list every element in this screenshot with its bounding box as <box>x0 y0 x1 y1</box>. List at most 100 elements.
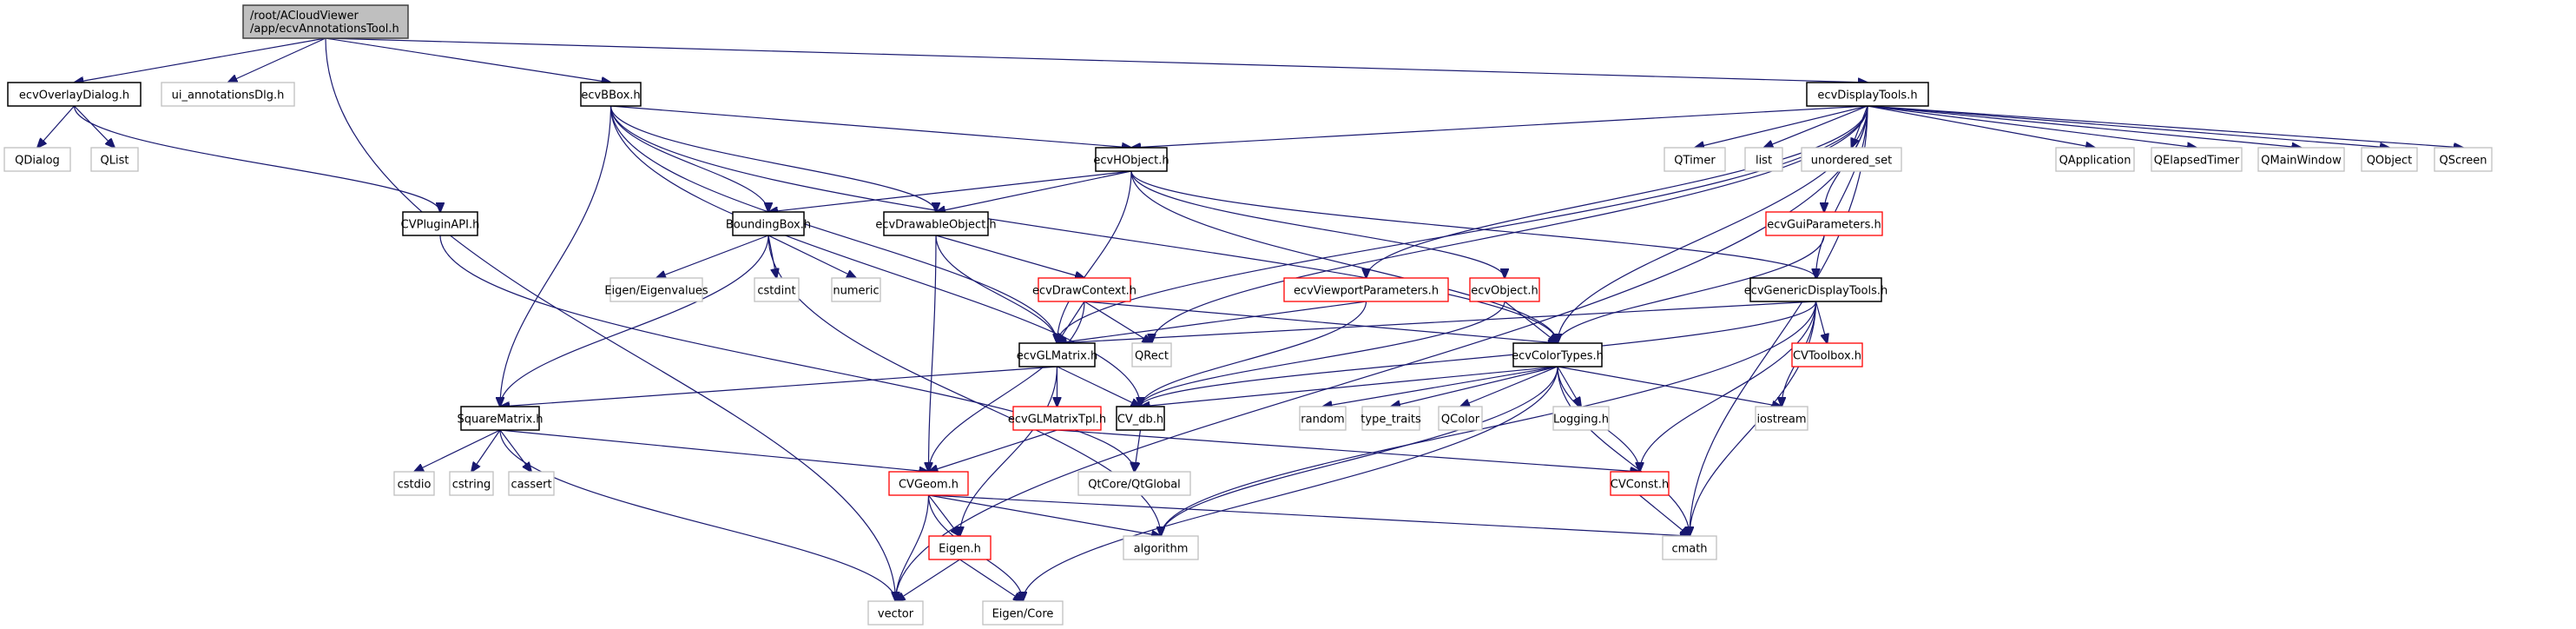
node-ecvviewportparameters[interactable]: ecvViewportParameters.h <box>1283 277 1449 302</box>
node-squarematrix[interactable]: SquareMatrix.h <box>457 406 544 431</box>
node-label: ecvDrawableObject.h <box>875 219 996 232</box>
node-label: Eigen/Eigenvalues <box>604 285 708 298</box>
node-algorithm: algorithm <box>1123 535 1199 560</box>
nodes-layer: /root/ACloudViewer/app/ecvAnnotationsToo… <box>3 4 2493 626</box>
edge-boundingbox-to-cstdint <box>768 235 777 278</box>
node-box <box>732 211 805 236</box>
node-box <box>1765 211 1883 236</box>
node-iostream: iostream <box>1755 406 1808 431</box>
node-qtglobal: QtCore/QtGlobal <box>1077 471 1191 496</box>
edge-ecvdisplaytools-to-ecvviewportparameters <box>1367 105 1868 278</box>
node-label: Eigen.h <box>939 543 981 556</box>
edge-cvgeom-to-eigenh <box>928 494 960 536</box>
edge-root-to-ecvbbox <box>325 37 611 83</box>
node-cvgeom[interactable]: CVGeom.h <box>888 471 969 496</box>
node-box <box>609 277 703 302</box>
node-ecvobject[interactable]: ecvObject.h <box>1469 277 1540 302</box>
node-ecvdrawableobject[interactable]: ecvDrawableObject.h <box>875 211 997 236</box>
node-qscreen: QScreen <box>2434 147 2493 172</box>
node-cvpluginapi[interactable]: CVPluginAPI.h <box>401 211 480 236</box>
node-box <box>242 4 409 39</box>
node-eigencore: Eigen/Core <box>982 600 1064 626</box>
node-label: ui_annotationsDlg.h <box>172 89 285 103</box>
node-qelapsedtimer: QElapsedTimer <box>2151 147 2243 172</box>
node-numeric: numeric <box>831 277 881 302</box>
edge-ecvcolortypes-to-cv-db <box>1141 366 1558 407</box>
node-label: ecvDrawContext.h <box>1032 285 1136 298</box>
node-cstring: cstring <box>449 471 494 496</box>
node-unordered-set: unordered_set <box>1801 147 1902 172</box>
node-label: ecvObject.h <box>1471 285 1538 298</box>
node-ecvcolortypes[interactable]: ecvColorTypes.h <box>1512 342 1604 367</box>
node-box <box>2434 147 2493 172</box>
node-box <box>161 82 295 107</box>
edge-ecvglmatrixtpl-to-cvgeom <box>929 429 1057 472</box>
node-qrect: QRect <box>1131 342 1172 367</box>
node-label: CVToolbox.h <box>1793 350 1861 363</box>
edge-eigenh-to-eigencore <box>959 559 1024 601</box>
edge-squarematrix-to-vector <box>499 429 896 601</box>
edge-ecvviewportparameters-to-cv-db <box>1141 301 1367 407</box>
node-box <box>1116 406 1165 431</box>
node-box <box>7 82 142 107</box>
node-ecvbbox[interactable]: ecvBBox.h <box>580 82 642 107</box>
node-label: QColor <box>1441 414 1480 427</box>
node-label: CVPluginAPI.h <box>401 219 480 232</box>
node-boundingbox[interactable]: BoundingBox.h <box>726 211 811 236</box>
node-label: random <box>1301 414 1344 427</box>
edge-ecvdrawableobject-to-ecvdrawcontext <box>935 235 1084 278</box>
edge-cvgeom-to-algorithm <box>928 494 1162 536</box>
edge-boundingbox-to-squarematrix <box>500 235 769 407</box>
edge-ecvglmatrixtpl-to-cvconst <box>1057 429 1640 472</box>
node-cvconst[interactable]: CVConst.h <box>1610 471 1670 496</box>
edge-ecvbbox-to-ecvcolortypes <box>609 105 1558 343</box>
node-label: ecvDisplayTools.h <box>1817 89 1917 103</box>
node-ecvdrawcontext[interactable]: ecvDrawContext.h <box>1032 277 1136 302</box>
node-box <box>1806 82 1929 107</box>
node-qlist: QList <box>90 147 139 172</box>
node-ecvgenericdisplaytools[interactable]: ecvGenericDisplayTools.h <box>1744 277 1888 302</box>
node-ecvoverlaydialog[interactable]: ecvOverlayDialog.h <box>7 82 142 107</box>
node-box <box>1469 277 1540 302</box>
edge-cvgeom-to-cmath <box>928 494 1690 536</box>
node-ecvhobject[interactable]: ecvHObject.h <box>1093 147 1169 172</box>
edge-root-to-vector <box>325 37 896 601</box>
node-box <box>1131 342 1172 367</box>
node-root[interactable]: /root/ACloudViewer/app/ecvAnnotationsToo… <box>242 4 409 39</box>
node-box <box>1749 277 1882 302</box>
node-list: list <box>1744 147 1783 172</box>
edge-ecvbbox-to-squarematrix <box>500 105 612 407</box>
edge-ecvgenericdisplaytools-to-cv-db <box>1141 301 1817 407</box>
node-ecvglmatrixtpl[interactable]: ecvGLMatrixTpl.h <box>1008 406 1106 431</box>
edge-ecvviewportparameters-to-ecvglmatrix <box>1057 301 1367 343</box>
edge-ecvglmatrix-to-cv-db <box>1057 366 1141 407</box>
node-label: CV_db.h <box>1117 414 1163 427</box>
node-label: Eigen/Core <box>992 608 1054 621</box>
edge-ecvglmatrix-to-squarematrix <box>500 366 1057 407</box>
node-label: ecvColorTypes.h <box>1512 350 1604 363</box>
node-box <box>449 471 494 496</box>
node-box <box>90 147 139 172</box>
edge-ecvhobject-to-ecvglmatrix <box>1057 170 1132 343</box>
node-label: vector <box>878 608 914 621</box>
node-ecvguiparameters[interactable]: ecvGuiParameters.h <box>1765 211 1883 236</box>
edge-ecvdrawcontext-to-qrect <box>1084 301 1152 343</box>
node-qtimer: QTimer <box>1664 147 1726 172</box>
node-cvtoolbox[interactable]: CVToolbox.h <box>1791 342 1863 367</box>
node-cv-db[interactable]: CV_db.h <box>1116 406 1165 431</box>
node-ecvglmatrix[interactable]: ecvGLMatrix.h <box>1017 342 1097 367</box>
node-ecvdisplaytools[interactable]: ecvDisplayTools.h <box>1806 82 1929 107</box>
node-eigenh[interactable]: Eigen.h <box>928 535 992 560</box>
edge-boundingbox-to-eigeneigenvalues <box>656 235 769 278</box>
edge-squarematrix-to-cassert <box>499 429 531 472</box>
node-qcolor: QColor <box>1438 406 1483 431</box>
edge-boundingbox-to-numeric <box>768 235 856 278</box>
node-label: Logging.h <box>1553 414 1609 427</box>
node-random: random <box>1299 406 1347 431</box>
node-box <box>402 211 478 236</box>
node-label: ecvOverlayDialog.h <box>19 89 129 103</box>
edge-ecvhobject-to-ecvobject <box>1130 170 1505 278</box>
node-label: cstring <box>452 479 491 492</box>
edge-root-to-ecvoverlaydialog <box>75 37 326 83</box>
node-box <box>883 211 989 236</box>
